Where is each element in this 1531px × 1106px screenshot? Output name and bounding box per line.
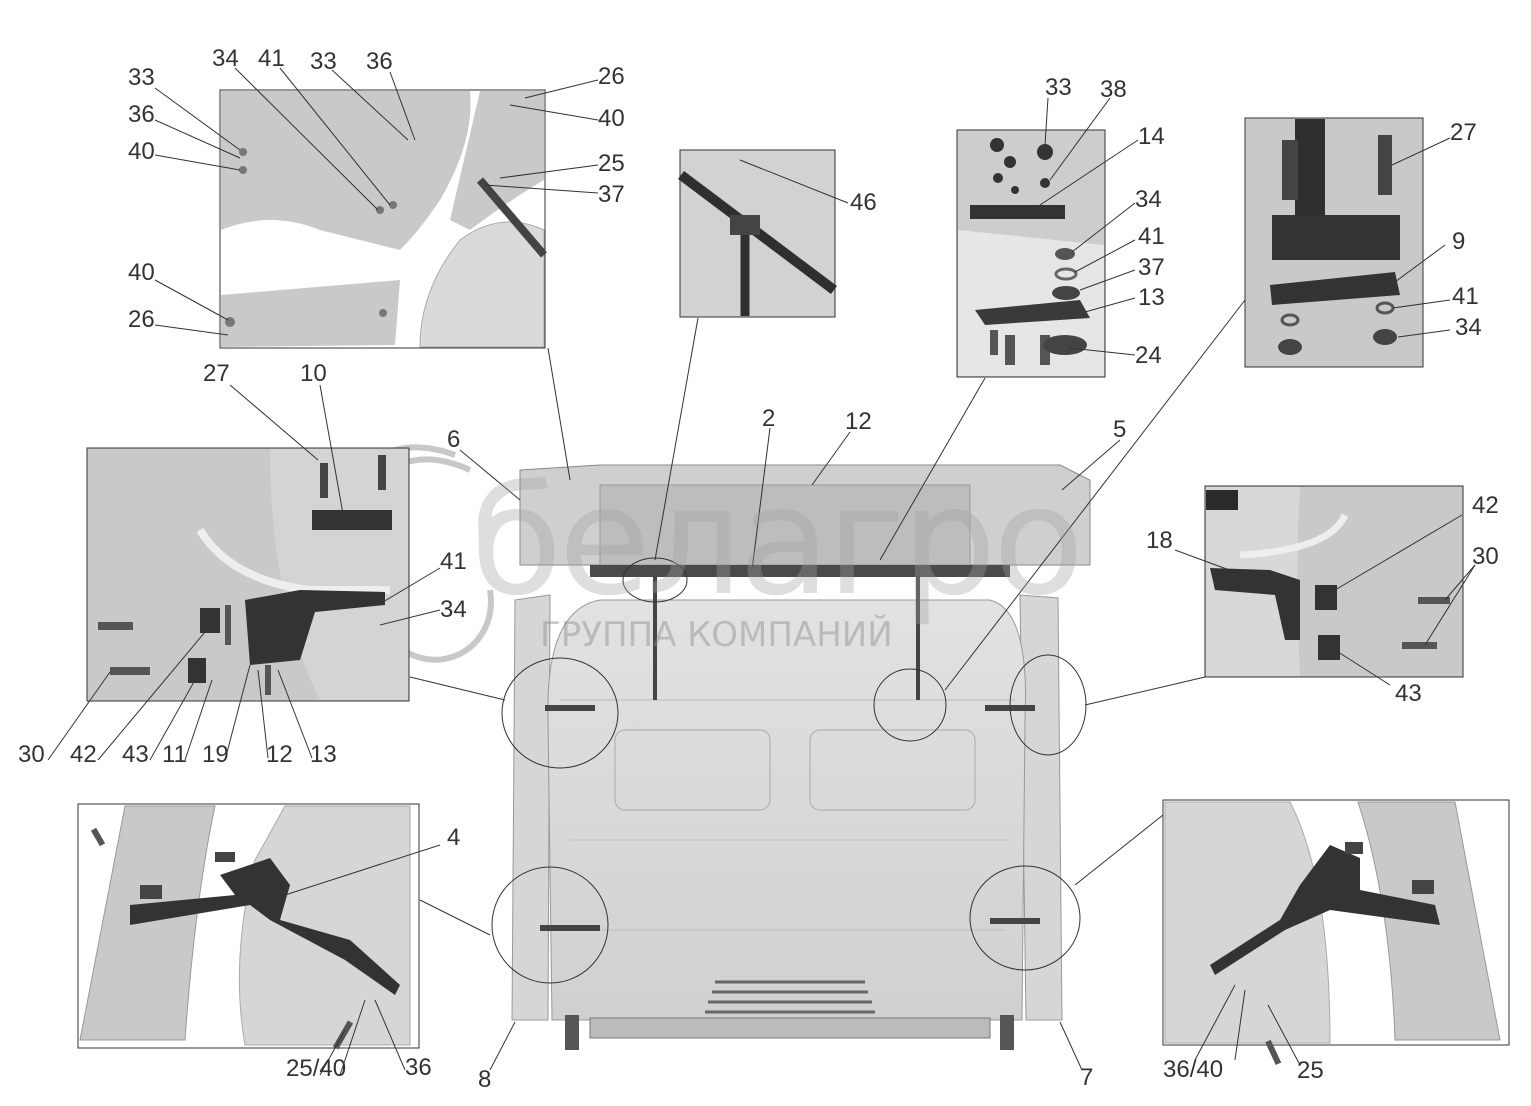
- callout-main-5: 5: [1113, 416, 1127, 443]
- callout-tl-26b: 26: [128, 306, 155, 333]
- callout-tr2-27: 27: [1450, 119, 1477, 146]
- callout-tl-26a: 26: [598, 63, 625, 90]
- callout-tr1-33: 33: [1045, 74, 1072, 101]
- cab-rear-view: [511, 464, 1091, 1050]
- callout-tr1-14: 14: [1138, 123, 1165, 150]
- callout-tl-40a: 40: [128, 138, 155, 165]
- callout-tl-25: 25: [598, 150, 625, 177]
- callout-tr2-9: 9: [1452, 228, 1466, 255]
- callout-bl-36: 36: [405, 1054, 432, 1081]
- callout-tr1-38: 38: [1100, 76, 1127, 103]
- callout-main-4: 4: [447, 824, 461, 851]
- callout-tr1-24: 24: [1135, 342, 1162, 369]
- callout-mr-30: 30: [1472, 543, 1499, 570]
- callout-br-36-40: 36/40: [1163, 1056, 1224, 1083]
- callout-ml-13: 13: [310, 741, 337, 768]
- callout-ml-12: 12: [266, 741, 293, 768]
- callout-tl-36b: 36: [366, 48, 393, 75]
- callout-tr1-41: 41: [1138, 223, 1165, 250]
- callout-ml-19: 19: [202, 741, 229, 768]
- callout-tr1-34: 34: [1135, 186, 1162, 213]
- left-side-panel: [511, 594, 551, 1021]
- callout-ml-30: 30: [18, 741, 45, 768]
- callout-tl-40b: 40: [598, 105, 625, 132]
- watermark-brand: белагро: [470, 455, 1084, 629]
- rear-grille: [705, 980, 875, 1014]
- callout-main-2: 2: [762, 405, 776, 432]
- callout-ml-27: 27: [203, 360, 230, 387]
- watermark-tagline: ГРУППА КОМПАНИЙ: [540, 615, 893, 655]
- callout-tl-40c: 40: [128, 259, 155, 286]
- callout-tl-33b: 33: [310, 48, 337, 75]
- callout-main-12: 12: [845, 408, 872, 435]
- detail-middle-right: [1204, 485, 1464, 678]
- callout-ml-11: 11: [162, 741, 187, 768]
- callout-br-25: 25: [1297, 1057, 1324, 1084]
- detail-bottom-right: [1162, 799, 1510, 1066]
- callout-tr2-41: 41: [1452, 283, 1479, 310]
- callout-tl-37: 37: [598, 181, 625, 208]
- callout-bl-25-40: 25/40: [286, 1055, 347, 1082]
- callout-main-8: 8: [478, 1066, 492, 1093]
- callout-ml-42: 42: [70, 741, 97, 768]
- detail-bottom-left: [77, 803, 420, 1050]
- callout-mr-18: 18: [1146, 527, 1173, 554]
- detail-top-right-2: [1244, 117, 1424, 368]
- right-side-panel: [1019, 594, 1063, 1021]
- callout-ml-43: 43: [122, 741, 149, 768]
- callout-tl-34: 34: [212, 45, 239, 72]
- callout-tl-36a: 36: [128, 101, 155, 128]
- callout-ml-10: 10: [300, 360, 327, 387]
- callout-main-7: 7: [1080, 1064, 1094, 1091]
- callout-tm-46: 46: [850, 189, 877, 216]
- callout-mr-42: 42: [1472, 492, 1499, 519]
- detail-top-right-1: [956, 129, 1106, 378]
- callout-tl-33a: 33: [128, 64, 155, 91]
- detail-middle-left: [86, 447, 410, 702]
- callout-tr1-13: 13: [1138, 284, 1165, 311]
- callout-main-6: 6: [447, 426, 461, 453]
- detail-top-middle: [677, 149, 838, 318]
- callout-tr2-34: 34: [1455, 314, 1482, 341]
- detail-top-left: [219, 89, 548, 349]
- leader-lines: [47, 67, 1476, 1076]
- cab-back-wall: [547, 599, 1027, 1021]
- callout-ml-34: 34: [440, 596, 467, 623]
- callout-tr1-37: 37: [1138, 254, 1165, 281]
- callout-mr-43: 43: [1395, 680, 1422, 707]
- callout-ml-41: 41: [440, 548, 467, 575]
- callout-tl-41: 41: [258, 45, 285, 72]
